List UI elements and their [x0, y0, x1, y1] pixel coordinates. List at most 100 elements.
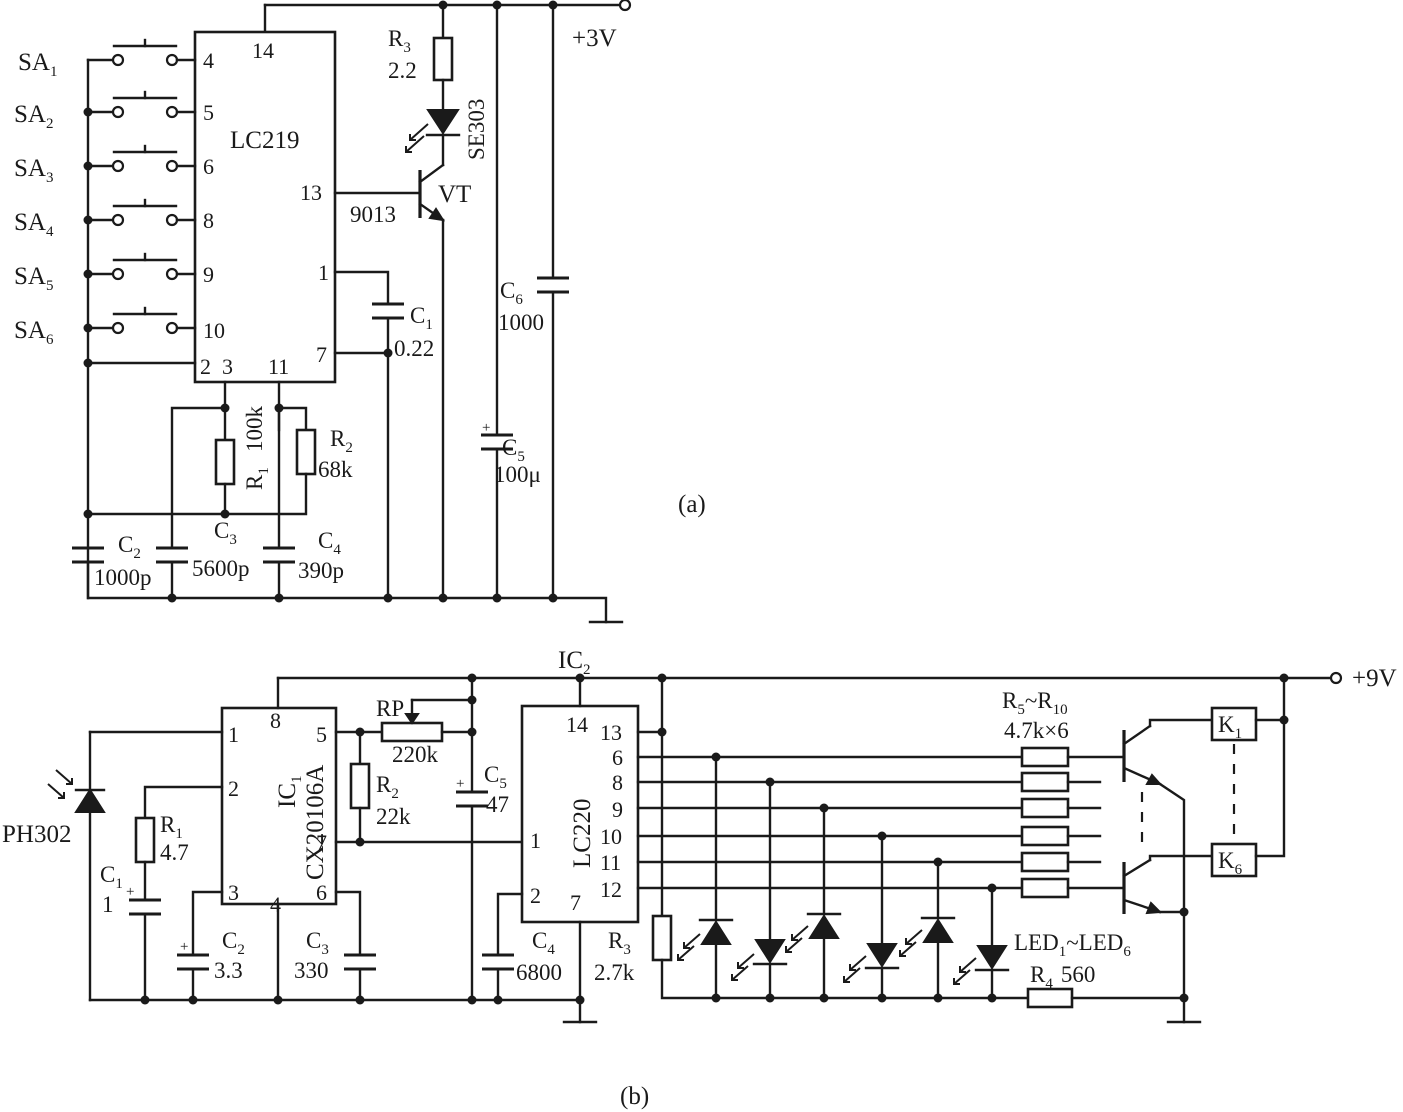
svg-text:SA5: SA5: [14, 263, 53, 294]
svg-text:4: 4: [203, 48, 214, 73]
c1-value-a: 0.22: [394, 336, 434, 361]
led-se303: [426, 109, 460, 135]
switch-sa2: SA2 5: [14, 90, 214, 132]
supply-terminal-3v: [618, 0, 632, 12]
r1-value-b: 4.7: [160, 840, 189, 865]
resistor-r1-a: [214, 438, 236, 486]
svg-text:C2: C2: [118, 532, 141, 562]
led-5: [899, 860, 956, 1003]
ic1-cx20106a: [220, 706, 338, 906]
c5-value-a: 100μ: [494, 462, 541, 487]
figure-a: +3V LC219 14 13 1 7 2 3 11 SA1 4: [14, 0, 706, 624]
r3-value-a: 2.2: [388, 58, 417, 83]
svg-text:SA3: SA3: [14, 155, 53, 186]
c4-value-b: 6800: [516, 960, 562, 985]
switch-sa3: SA3 6: [14, 144, 214, 186]
svg-text:R2: R2: [330, 426, 353, 456]
pin-11: 11: [268, 354, 289, 379]
svg-text:1: 1: [530, 828, 541, 853]
svg-text:SA2: SA2: [14, 101, 53, 132]
svg-text:10: 10: [203, 318, 225, 343]
vt-type: 9013: [350, 202, 396, 227]
ic1-part: CX20106A: [302, 765, 329, 880]
svg-text:K1: K1: [1218, 712, 1242, 742]
svg-text:5: 5: [316, 722, 327, 747]
svg-text:SA1: SA1: [18, 49, 57, 80]
svg-text:R3: R3: [608, 928, 631, 958]
svg-text:SA6: SA6: [14, 317, 54, 348]
supply-terminal-9v: [1329, 671, 1343, 685]
r2-value-a: 68k: [318, 457, 353, 482]
svg-text:R5~R10: R5~R10: [1002, 688, 1068, 718]
svg-text:6: 6: [612, 745, 623, 770]
photodiode-ph302: [74, 788, 106, 813]
led-1: [677, 755, 734, 1003]
pin-3: 3: [222, 354, 233, 379]
svg-text:2: 2: [228, 776, 239, 801]
transistor-bottom: [1122, 854, 1214, 915]
resistor-r2-b: [349, 762, 371, 810]
led-4: [843, 834, 900, 1003]
svg-text:C4: C4: [532, 928, 555, 958]
svg-text:7: 7: [570, 890, 581, 915]
led-2: [731, 780, 788, 1003]
switch-sa5: SA5 9: [14, 252, 214, 294]
svg-text:R1: R1: [242, 467, 272, 490]
rp-value: 220k: [392, 742, 439, 767]
svg-text:7: 7: [316, 830, 327, 855]
svg-text:14: 14: [566, 712, 588, 737]
photodiode-label: PH302: [2, 821, 71, 848]
transistor-top: [1122, 718, 1214, 786]
c3-value-a: 5600p: [192, 556, 250, 581]
pin-13: 13: [300, 180, 322, 205]
r2-value-b: 22k: [376, 804, 411, 829]
c2-value-b: 3.3: [214, 958, 243, 983]
svg-text:C5: C5: [502, 435, 525, 465]
svg-text:+: +: [456, 776, 464, 792]
svg-text:13: 13: [600, 720, 622, 745]
svg-text:IC2: IC2: [558, 647, 591, 678]
svg-text:9: 9: [612, 797, 623, 822]
c2-value-a: 1000p: [94, 565, 152, 590]
svg-text:12: 12: [600, 877, 622, 902]
c1-value-b: 1: [102, 892, 114, 917]
svg-text:8: 8: [612, 770, 623, 795]
pin-7: 7: [316, 342, 327, 367]
svg-text:R2: R2: [376, 772, 399, 802]
r1-value-a: 100k: [242, 406, 267, 453]
svg-text:C3: C3: [306, 928, 329, 958]
svg-text:LED1~LED6: LED1~LED6: [1014, 930, 1131, 960]
relay-k6: [1210, 842, 1258, 878]
svg-text:R1: R1: [160, 812, 183, 842]
svg-text:8: 8: [270, 708, 281, 733]
resistor-r1-b: [134, 816, 156, 864]
ic2-part: LC220: [569, 799, 596, 868]
c4-value-a: 390p: [298, 558, 344, 583]
figure-b-caption: (b): [620, 1083, 649, 1110]
pin-2: 2: [200, 354, 211, 379]
pin-1: 1: [318, 260, 329, 285]
svg-text:R3: R3: [388, 26, 411, 56]
svg-text:K6: K6: [1218, 848, 1243, 878]
c6-value-a: 1000: [498, 310, 544, 335]
svg-text:C6: C6: [500, 278, 523, 308]
svg-text:C5: C5: [484, 762, 507, 792]
resistor-array-r5-r10: [1020, 746, 1126, 899]
switch-sa6: SA6 10: [14, 306, 225, 348]
svg-text:1: 1: [228, 722, 239, 747]
svg-text:6: 6: [316, 880, 327, 905]
svg-text:C2: C2: [222, 928, 245, 958]
r3-value-b: 2.7k: [594, 960, 635, 985]
svg-text:SA4: SA4: [14, 209, 54, 240]
ic1-label: IC1: [274, 776, 305, 809]
svg-text:+: +: [482, 420, 490, 436]
svg-text:C1: C1: [410, 303, 433, 333]
ic-lc219: [193, 30, 337, 384]
svg-text:C1: C1: [100, 862, 123, 892]
resistor-r3-b: [651, 914, 673, 962]
rp-label: RP: [376, 696, 404, 721]
figure-b: +9V IC1 CX20106A 1 2 3 4 8 5 7 6 PH302: [2, 647, 1397, 1110]
svg-text:2: 2: [530, 883, 541, 908]
